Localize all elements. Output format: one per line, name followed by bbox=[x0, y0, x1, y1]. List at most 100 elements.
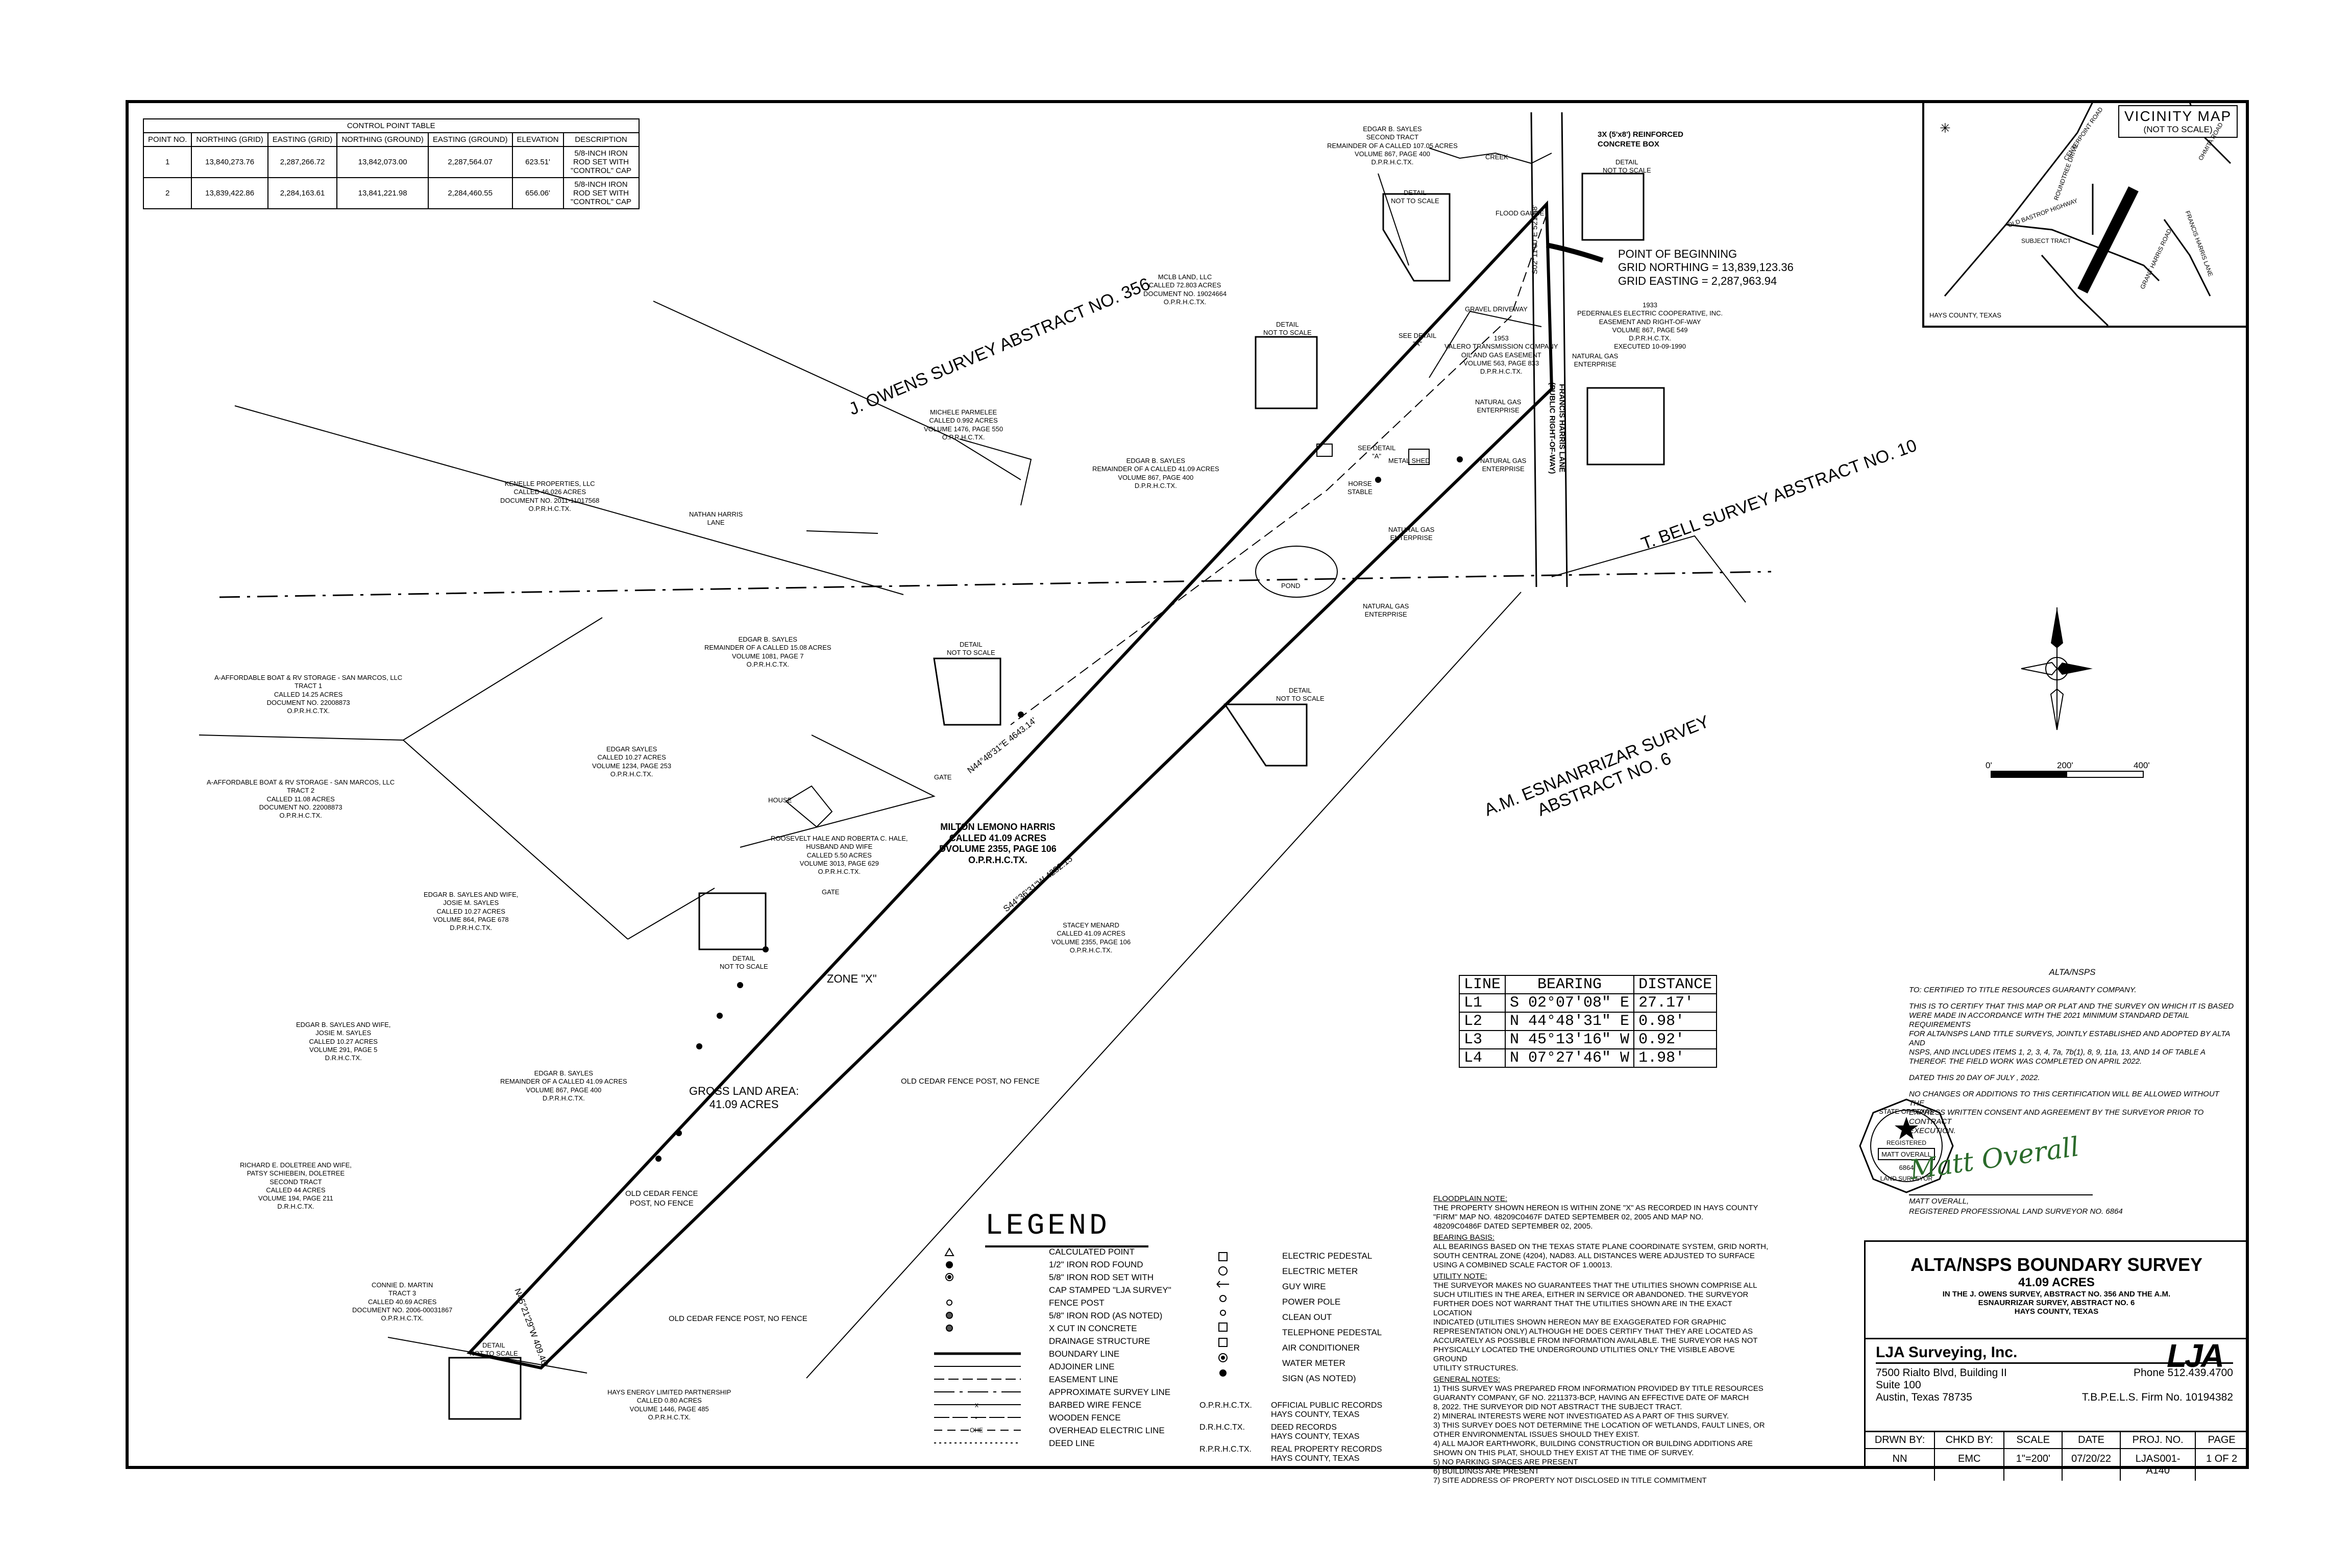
parcel-label: EDGAR B. SAYLES REMAINDER OF A CALLED 15… bbox=[704, 635, 831, 668]
legend-abbreviations: O.P.R.H.C.TX.OFFICIAL PUBLIC RECORDS HAY… bbox=[1199, 1401, 1382, 1463]
abbrev-key: R.P.R.H.C.TX. bbox=[1199, 1444, 1252, 1454]
line-table-header: DISTANCE bbox=[1633, 975, 1718, 994]
detail-box bbox=[448, 1357, 522, 1420]
utility-note: THE SURVEYOR MAKES NO GUARANTEES THAT TH… bbox=[1433, 1281, 1758, 1373]
adjoiner-line bbox=[806, 592, 1522, 1379]
legend-item: CALCULATED POINT bbox=[1049, 1247, 1135, 1257]
parcel-label: KENELLE PROPERTIES, LLC CALLED 46.026 AC… bbox=[500, 480, 600, 512]
parcel-label: STACEY MENARD CALLED 41.09 ACRES VOLUME … bbox=[1051, 921, 1131, 954]
adjoiner-line bbox=[740, 734, 936, 848]
company-underline bbox=[1876, 1362, 2233, 1364]
legend-right-column: ELECTRIC PEDESTAL ELECTRIC METER GUY WIR… bbox=[1282, 1250, 1382, 1387]
phone: Phone 512.439.4700 bbox=[2133, 1367, 2233, 1379]
gate-label: GATE bbox=[934, 773, 952, 781]
detail-box bbox=[1223, 703, 1308, 767]
table-cell: N 44°48'31" E bbox=[1505, 1012, 1635, 1031]
table-cell: 656.06' bbox=[511, 177, 564, 209]
control-header: DESCRIPTION bbox=[562, 132, 640, 147]
certification-to: TO: CERTIFIED TO TITLE RESOURCES GUARANT… bbox=[1909, 986, 2137, 994]
legend-right-symbols bbox=[1216, 1252, 1229, 1377]
detail-box bbox=[1382, 193, 1451, 282]
footer-cell: CHKD BY:EMC bbox=[1935, 1432, 2005, 1481]
control-point-table: CONTROL POINT TABLE POINT NO. NORTHING (… bbox=[142, 118, 640, 209]
house-label: HOUSE bbox=[768, 796, 792, 804]
parcel-label: RICHARD E. DOLETREE AND WIFE, PATSY SCHI… bbox=[240, 1161, 352, 1211]
creek-label: CREEK bbox=[1485, 153, 1508, 161]
metal-shed-outline bbox=[1408, 449, 1430, 465]
legend-symbols: x • OHE bbox=[934, 1247, 1021, 1443]
parcel-label: CONNIE D. MARTIN TRACT 3 CALLED 40.69 AC… bbox=[352, 1281, 453, 1322]
footer-header: PROJ. NO. bbox=[2121, 1432, 2195, 1449]
iron-rod-found bbox=[1018, 712, 1024, 718]
floodplain-note: THE PROPERTY SHOWN HEREON IS WITHIN ZONE… bbox=[1433, 1204, 1758, 1231]
francis-lane-label: FRANCIS HARRIS LANE (PUBLIC RIGHT-OF-WAY… bbox=[1548, 382, 1566, 474]
vicinity-title: VICINITY MAP bbox=[2124, 108, 2232, 124]
control-header: NORTHING (GRID) bbox=[191, 132, 268, 147]
valero-label: 1953 VALERO TRANSMISSION COMPANY OIL AND… bbox=[1444, 334, 1558, 375]
parcel-label: EDGAR B. SAYLES REMAINDER OF A CALLED 41… bbox=[500, 1069, 627, 1102]
parcel-label: A-AFFORDABLE BOAT & RV STORAGE - SAN MAR… bbox=[214, 674, 403, 715]
divider bbox=[1866, 1431, 2247, 1432]
cedar-post-label: OLD CEDAR FENCE POST, NO FENCE bbox=[901, 1077, 1040, 1086]
svg-text:x: x bbox=[975, 1401, 978, 1409]
control-table-title: CONTROL POINT TABLE bbox=[143, 118, 640, 133]
parcel-label: A-AFFORDABLE BOAT & RV STORAGE - SAN MAR… bbox=[207, 778, 395, 819]
table-cell: 13,841,221.98 bbox=[336, 177, 429, 209]
certification-block: ALTA/NSPS TO: CERTIFIED TO TITLE RESOURC… bbox=[1909, 967, 2236, 1136]
table-cell: L3 bbox=[1458, 1030, 1506, 1049]
survey-acres: 41.09 ACRES bbox=[2018, 1276, 2095, 1289]
vicinity-subject-label: SUBJECT TRACT bbox=[2021, 237, 2071, 244]
legend-item: DEED LINE bbox=[1049, 1438, 1095, 1448]
pob-arrow bbox=[1546, 242, 1604, 263]
road-line bbox=[1530, 112, 1537, 587]
legend-item: 5/8" IRON ROD SET WITH bbox=[1049, 1272, 1154, 1282]
detail-box bbox=[933, 657, 1001, 726]
iron-rod-found bbox=[676, 1130, 682, 1136]
see-detail-label: SEE DETAIL "A" bbox=[1399, 332, 1437, 348]
point-of-beginning: POINT OF BEGINNING GRID NORTHING = 13,83… bbox=[1618, 248, 1794, 288]
company-name: LJA Surveying, Inc. bbox=[1876, 1344, 2018, 1361]
boundary-line bbox=[467, 200, 1554, 1370]
legend-item: CAP STAMPED "LJA SURVEY" bbox=[1049, 1285, 1171, 1295]
scale-label-end: 400' bbox=[2134, 761, 2150, 770]
parcel-label: EDGAR B. SAYLES REMAINDER OF A CALLED 41… bbox=[1092, 457, 1219, 489]
table-cell: 2,284,163.61 bbox=[267, 177, 338, 209]
legend-item: AIR CONDITIONER bbox=[1282, 1343, 1360, 1353]
footer-header: DATE bbox=[2063, 1432, 2120, 1449]
control-header: ELEVATION bbox=[511, 132, 564, 147]
house-outline bbox=[785, 785, 833, 828]
legend-item: EASEMENT LINE bbox=[1049, 1375, 1118, 1384]
address-line: Austin, Texas 78735 bbox=[1876, 1391, 1972, 1403]
svg-text:•: • bbox=[975, 1413, 977, 1422]
detail-label: DETAIL NOT TO SCALE bbox=[1276, 687, 1325, 703]
nathan-lane-label: NATHAN HARRIS LANE bbox=[689, 510, 743, 527]
footer-value: LJAS001-A140 bbox=[2135, 1453, 2180, 1476]
table-cell: 2,284,460.55 bbox=[427, 177, 513, 209]
surveyor-seal: STATE OF TEXAS REGISTERED MATT OVERALL 6… bbox=[1858, 1097, 1955, 1194]
legend-item: OVERHEAD ELECTRIC LINE bbox=[1049, 1426, 1165, 1435]
legend-item: SIGN (AS NOTED) bbox=[1282, 1374, 1356, 1383]
lja-logo: LJA bbox=[2167, 1337, 2224, 1374]
footer-cell: DRWN BY:NN bbox=[1866, 1432, 1935, 1481]
flood-gauge-label: FLOOD GAUGE bbox=[1496, 209, 1545, 217]
legend-item: WATER METER bbox=[1282, 1358, 1345, 1368]
footer-value: 1 OF 2 bbox=[2206, 1453, 2238, 1464]
iron-rod-found bbox=[1457, 456, 1463, 462]
seal-bottom: LAND SURVEYOR bbox=[1880, 1175, 1933, 1182]
table-cell: 5/8-INCH IRON ROD SET WITH "CONTROL" CAP bbox=[562, 177, 640, 209]
legend-item: ELECTRIC METER bbox=[1282, 1266, 1358, 1276]
certification-body: THIS IS TO CERTIFY THAT THIS MAP OR PLAT… bbox=[1909, 1002, 2234, 1066]
table-cell: 13,842,073.00 bbox=[336, 146, 429, 178]
adjoiner-line bbox=[653, 301, 1021, 480]
firm-number: T.B.P.E.L.S. Firm No. 10194382 bbox=[2081, 1391, 2233, 1403]
adjoiner-line bbox=[806, 530, 878, 534]
table-cell: L2 bbox=[1458, 1012, 1506, 1031]
adjoiner-line bbox=[234, 405, 843, 577]
address-row: Austin, Texas 78735 T.B.P.E.L.S. Firm No… bbox=[1876, 1391, 2233, 1404]
table-cell: L4 bbox=[1458, 1048, 1506, 1068]
parcel-label: HAYS ENERGY LIMITED PARTNERSHIP CALLED 0… bbox=[607, 1388, 731, 1421]
legend-item: TELEPHONE PEDESTAL bbox=[1282, 1328, 1382, 1337]
